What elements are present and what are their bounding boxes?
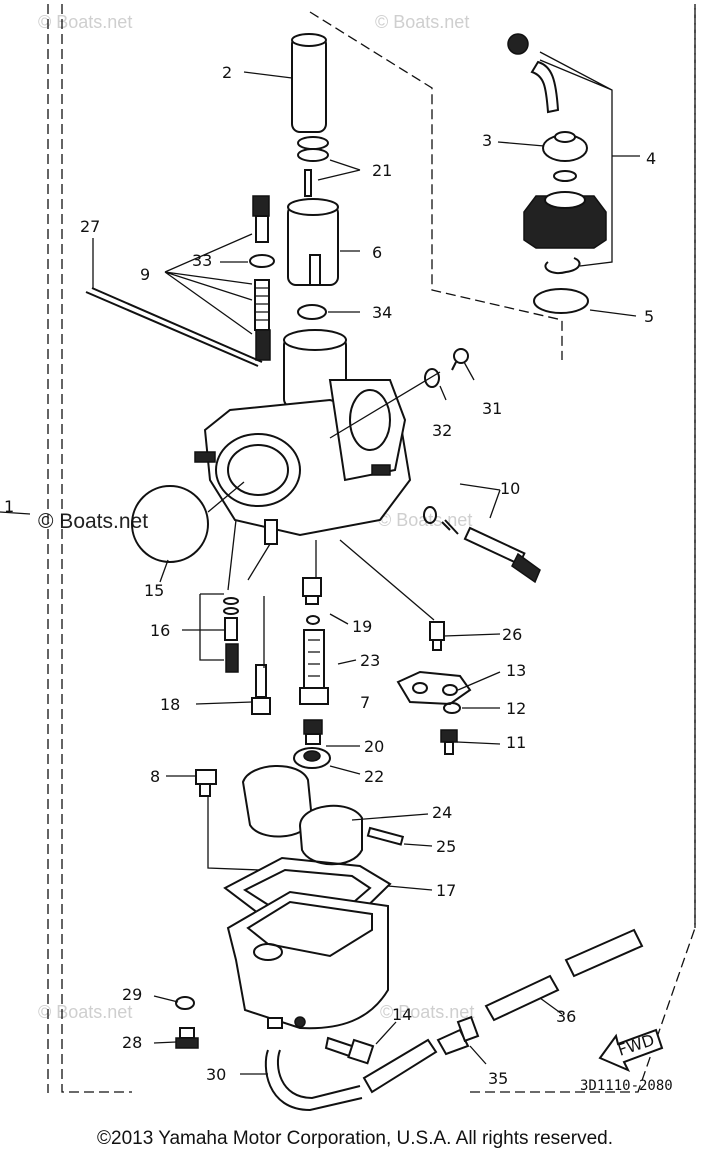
pilot-screw-set [249,195,275,361]
callout-34: 34 [372,303,392,322]
starter-jet-26 [429,621,445,651]
watermark: © Boats.net [38,12,132,32]
circlip [544,257,581,274]
washer-29 [175,996,195,1010]
callout-3: 3 [482,131,492,150]
callout-17: 17 [436,881,456,900]
drain-plug-8 [195,769,217,797]
copyright-notice: ©2013 Yamaha Motor Corporation, U.S.A. A… [97,1128,613,1149]
callout-16: 16 [150,621,170,640]
callout-14: 14 [392,1005,412,1024]
throttle-valve [287,198,339,286]
callout-27: 27 [80,217,100,236]
callout-18: 18 [160,695,180,714]
callout-25: 25 [436,837,456,856]
hose-fitting-35 [436,1015,480,1056]
washer-32 [424,368,440,388]
starter-plunger-set [223,597,239,673]
callout-10: 10 [500,479,520,498]
callout-24: 24 [432,803,452,822]
watermark: © Boats.net [375,12,469,32]
callout-20: 20 [364,737,384,756]
carburetor-body [194,329,412,545]
washer [297,304,327,320]
float [241,765,363,866]
drain-screw-28 [175,1027,199,1049]
callout-6: 6 [372,243,382,262]
callout-13: 13 [506,661,526,680]
rod [85,291,259,367]
float-chamber [226,890,389,1030]
washer-12 [443,702,461,714]
watermark: © Boats.net [380,1002,474,1022]
forward-arrow-icon: FWD [598,1028,664,1072]
cable-fitting [507,33,560,114]
gasket [533,288,589,314]
main-nozzle-7 [299,629,329,705]
callout-8: 8 [150,767,160,786]
callout-11: 11 [506,733,526,752]
callout-33: 33 [192,251,212,270]
screw-14 [324,1036,375,1065]
callout-4: 4 [646,149,656,168]
throttle-tube [291,33,327,133]
callout-35: 35 [488,1069,508,1088]
callout-labels: 1 2 3 4 5 6 7 8 9 10 11 12 13 14 15 16 1… [4,63,656,1088]
throttle-stop-screw [423,506,541,584]
callout-19: 19 [352,617,372,636]
cap-nut [542,131,588,162]
callout-22: 22 [364,767,384,786]
callout-26: 26 [502,625,522,644]
pilot-jet-18 [251,664,271,715]
screw-11 [440,729,458,755]
overflow-hose [264,1038,438,1112]
needle-jet-19 [302,577,322,605]
main-jet-20 [303,719,323,745]
callout-30: 30 [206,1065,226,1084]
main-watermark: © Boats.net [38,510,148,533]
callout-12: 12 [506,699,526,718]
gasket-13 [396,670,472,706]
leader-lines [0,51,640,1075]
diagram-code: 3D1110-2080 [580,1078,673,1094]
callout-7: 7 [360,693,370,712]
watermark: © Boats.net [38,1002,132,1022]
mixing-chamber-top [523,191,607,249]
gasket-15 [131,485,209,563]
callout-28: 28 [122,1033,142,1052]
vent-hose [484,928,644,1022]
callout-15: 15 [144,581,164,600]
callout-29: 29 [122,985,142,1004]
float-pin [366,826,405,846]
o-ring [553,170,577,182]
callout-2: 2 [222,63,232,82]
needle-clip [297,136,329,197]
callout-21: 21 [372,161,392,180]
cap-group-boundary [309,11,563,360]
callout-31: 31 [482,399,502,418]
callout-36: 36 [556,1007,576,1026]
callout-23: 23 [360,651,380,670]
o-ring-23 [306,615,320,625]
callout-1: 1 [4,497,14,516]
screw-31 [451,348,469,371]
washer-22 [293,747,331,769]
callout-5: 5 [644,307,654,326]
callout-32: 32 [432,421,452,440]
callout-9: 9 [140,265,150,284]
